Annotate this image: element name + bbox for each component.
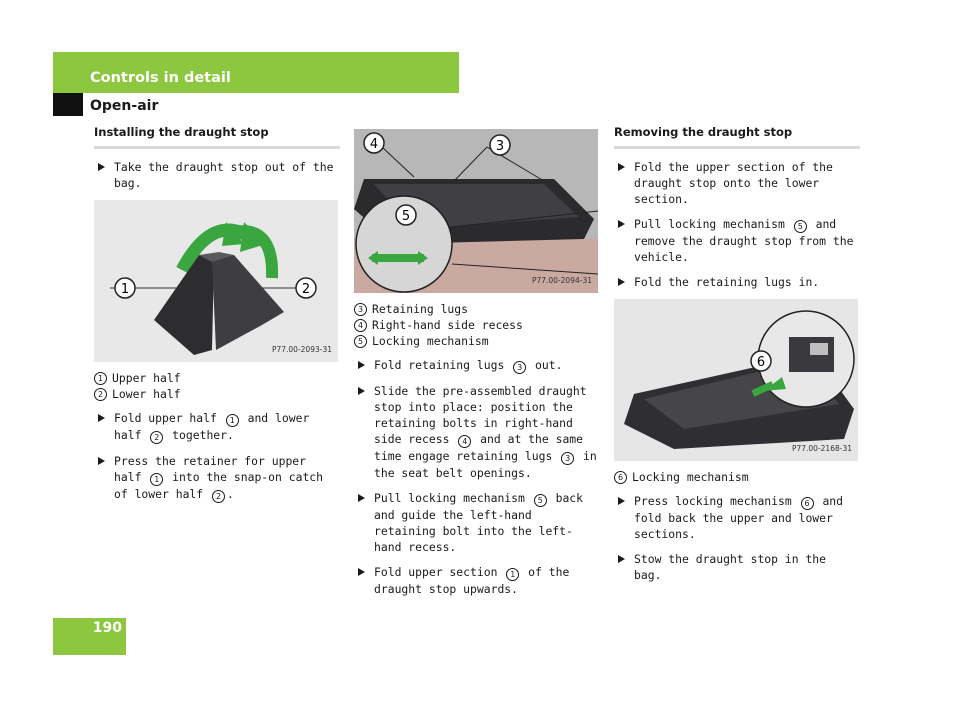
remove-step-2: Pull locking mechanism 5 and remove the … [614,216,860,265]
figure-installed-draught-stop: 4 3 5 P77.00-2094-31 [354,129,598,293]
header-band [53,52,459,93]
callout-4: 4 [370,137,378,152]
remove-step-1: Fold the upper section of the draught st… [614,159,860,207]
page-number-band: 190 [53,618,126,655]
column-install: Installing the draught stop Take the dra… [94,124,340,512]
remove-step-4: Press locking mechanism 6 and fold back … [614,493,860,542]
figure-locking-mechanism: 6 P77.00-2168-31 [614,299,858,461]
middle-step-3: Pull locking mechanism 5 back and guide … [354,490,600,555]
middle-step-4: Fold upper section 1 of the draught stop… [354,564,600,597]
column-remove: Removing the draught stop Fold the upper… [614,124,860,592]
callout-2: 2 [302,282,310,297]
install-step-2: Fold upper half 1 and lower half 2 toget… [94,410,340,444]
figure-code: P77.00-2094-31 [531,276,592,285]
figure-code: P77.00-2168-31 [791,444,852,453]
page-number: 190 [92,620,122,636]
callout-6: 6 [757,355,765,370]
install-step-1: Take the draught stop out of the bag. [94,159,340,191]
callout-1: 1 [121,282,129,297]
callout-3: 3 [496,139,504,154]
install-title: Installing the draught stop [94,124,340,149]
remove-step-5: Stow the draught stop in the bag. [614,551,860,583]
callout-5: 5 [402,209,410,224]
section-header: Controls in detail [90,70,231,86]
install-step-3: Press the retainer for upper half 1 into… [94,453,340,503]
figure-code: P77.00-2093-31 [271,345,332,354]
chapter-tab [53,93,83,116]
figure-draught-stop-halves: 1 2 P77.00-2093-31 [94,200,338,362]
middle-step-1: Fold retaining lugs 3 out. [354,357,600,374]
remove-title: Removing the draught stop [614,124,860,149]
subsection-header: Open-air [90,98,159,114]
remove-step-3: Fold the retaining lugs in. [614,274,860,290]
middle-step-2: Slide the pre-assembled draught stop int… [354,383,600,481]
